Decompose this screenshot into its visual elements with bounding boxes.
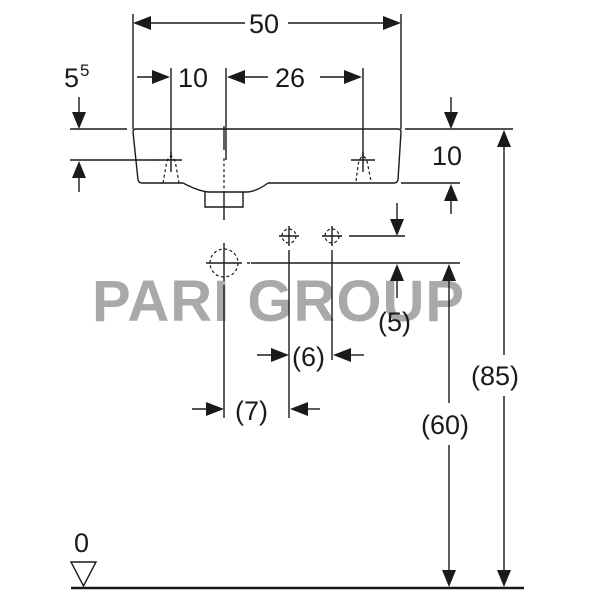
arrow-left-icon	[227, 70, 245, 84]
dimension-supply-spacing: (6)	[257, 342, 364, 372]
arrow-up-icon	[442, 264, 456, 281]
dim-label-0: 0	[74, 528, 89, 558]
arrow-right-icon	[383, 16, 401, 30]
dim-label-7: (7)	[235, 396, 268, 426]
dim-label-26: 26	[275, 63, 305, 93]
arrow-right-icon	[344, 70, 362, 84]
supply-connection-left	[279, 226, 299, 418]
arrow-up-icon	[444, 184, 458, 201]
dimension-tap-offsets: 10 26	[137, 63, 364, 160]
arrow-left-icon	[290, 402, 308, 416]
arrow-down-icon	[72, 112, 86, 129]
tap-hole-right	[351, 152, 375, 182]
arrow-left-icon	[133, 16, 151, 30]
supply-connection-right	[322, 226, 342, 360]
dim-label-5: 5	[64, 63, 79, 93]
dimension-rim-offset: 5 5	[64, 61, 158, 192]
dimension-supply-offset: (5)	[378, 203, 411, 337]
dim-label-5-paren: (5)	[378, 307, 411, 337]
arrow-up-icon	[497, 130, 511, 147]
dim-label-superscript-5: 5	[80, 61, 89, 80]
arrow-down-icon	[390, 219, 404, 236]
basin-outline	[132, 126, 402, 220]
dim-label-10-right: 10	[432, 141, 462, 171]
arrow-up-icon	[72, 161, 86, 178]
dim-label-6: (6)	[292, 342, 325, 372]
arrow-down-icon	[444, 112, 458, 129]
floor-level-marker: 0	[69, 528, 524, 590]
arrow-right-icon	[271, 348, 289, 362]
arrow-left-icon	[333, 348, 351, 362]
dim-label-60: (60)	[421, 410, 469, 440]
arrow-up-icon	[390, 264, 404, 281]
level-triangle-icon	[69, 561, 98, 588]
dimension-overall-width: 50	[132, 9, 402, 129]
arrow-right-icon	[206, 402, 224, 416]
dimension-supply-height: (60)	[421, 264, 469, 587]
tap-hole-left	[157, 152, 182, 184]
dimension-basin-height: 10	[401, 97, 513, 214]
arrow-down-icon	[442, 570, 456, 587]
dimension-rim-height: (85)	[471, 130, 519, 587]
dim-label-10-top: 10	[178, 63, 208, 93]
arrow-right-icon	[152, 70, 170, 84]
waste-connection	[206, 243, 250, 418]
dim-label-50: 50	[249, 9, 279, 39]
dimension-waste-offset: (7)	[192, 396, 320, 426]
arrow-down-icon	[497, 570, 511, 587]
dim-label-85: (85)	[471, 361, 519, 391]
